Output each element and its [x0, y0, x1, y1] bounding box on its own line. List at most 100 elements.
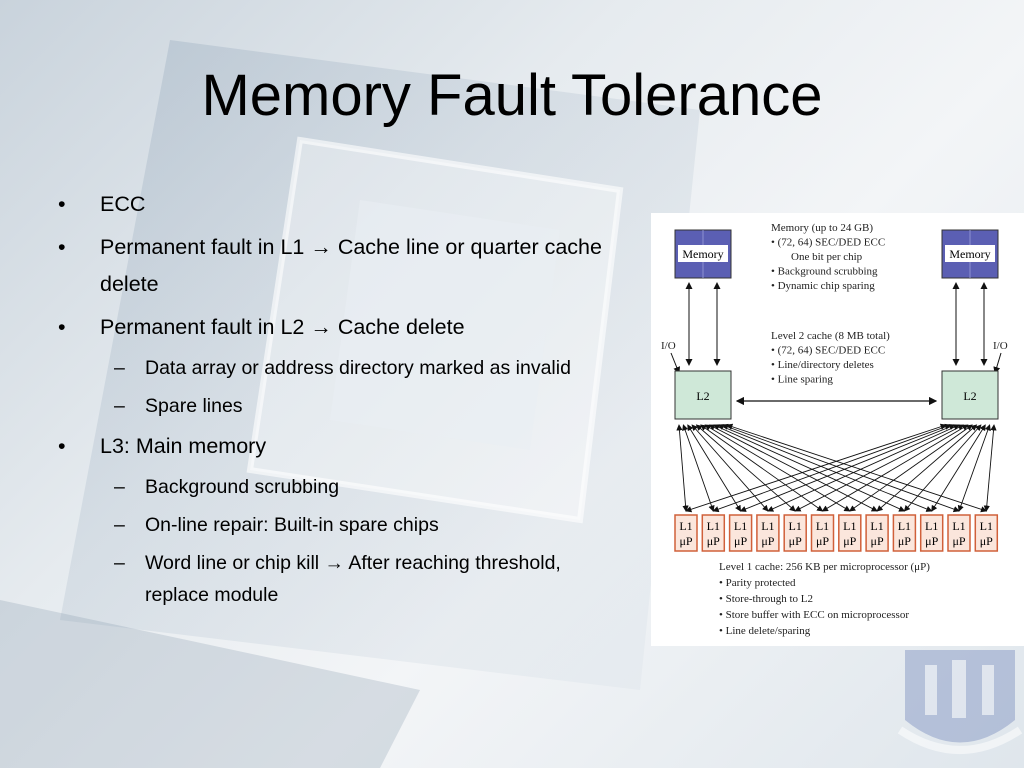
bullet-glyph: •	[58, 434, 66, 458]
bullet-glyph: •	[58, 315, 66, 339]
bullet-text: Background scrubbing	[145, 476, 340, 498]
l1-label: L1	[734, 519, 747, 533]
io-label-right: I/O	[993, 340, 1008, 352]
l2-l1-arrow	[695, 424, 796, 512]
l1-label: L1	[789, 519, 802, 533]
diagram-note-line: • Dynamic chip sparing	[771, 280, 875, 292]
slide-title: Memory Fault Tolerance	[201, 63, 823, 128]
l2-l1-arrow	[676, 424, 689, 512]
diagram-note-line: • Store buffer with ECC on microprocesso…	[719, 609, 909, 621]
bullet-text: ECC	[100, 192, 146, 216]
l1-label: L1	[679, 519, 692, 533]
l1-label: L1	[898, 519, 911, 533]
l2-l1-arrow	[682, 424, 715, 512]
bullet-text: L3: Main memory	[100, 434, 267, 458]
bullet-item: • ECC	[58, 186, 618, 223]
diagram-note-line: Level 2 cache (8 MB total)	[771, 330, 890, 342]
microprocessor-label: μP	[761, 534, 774, 548]
microprocessor-label: μP	[898, 534, 911, 548]
microprocessor-label: μP	[980, 534, 993, 548]
l1-row: L1μPL1μPL1μPL1μPL1μPL1μPL1μPL1μPL1μPL1μP…	[674, 514, 999, 552]
l1-cache-box	[728, 514, 753, 552]
dash-glyph: –	[114, 395, 125, 417]
l2-notes: Level 2 cache (8 MB total)• (72, 64) SEC…	[771, 330, 890, 386]
diagram-note-line: • Line sparing	[771, 374, 833, 386]
bullet-list: • ECC • Permanent fault in L1 → Cache line …	[58, 186, 618, 617]
memory-notes: Memory (up to 24 GB)• (72, 64) SEC/DED E…	[771, 222, 885, 292]
l2-l1-arrow	[685, 423, 947, 513]
diagram-note-line: Memory (up to 24 GB)	[771, 222, 873, 234]
bullet-item: • Permanent fault in L1 → Cache line or q…	[58, 229, 618, 303]
sub-bullet-item: –Data array or address directory marked …	[58, 352, 618, 384]
l1-cache-box	[865, 514, 889, 552]
l2-l1-arrow	[704, 424, 851, 512]
l1-cache-box	[892, 514, 917, 552]
l1-cache-box	[919, 514, 944, 552]
bullet-glyph: •	[58, 192, 66, 216]
l2-l1-arrow	[876, 424, 978, 512]
sub-bullet-item: –Word line or chip kill → After reaching…	[58, 547, 618, 611]
diagram-note-line: One bit per chip	[791, 251, 863, 263]
l1-cache-box	[783, 514, 807, 552]
dash-glyph: –	[114, 357, 125, 379]
bullet-glyph: •	[58, 235, 66, 259]
microprocessor-label: μP	[843, 534, 856, 548]
microprocessor-label: μP	[925, 534, 938, 548]
l1-cache-box	[674, 514, 698, 552]
l2-l1-arrow	[931, 424, 986, 512]
l2-l1-arrow	[713, 424, 906, 512]
l1-cache-box	[756, 514, 780, 552]
diagram-note-line: Level 1 cache: 256 KB per microprocessor…	[719, 561, 930, 573]
l2-l1-arrow	[767, 424, 960, 512]
l1-cache-box	[701, 514, 726, 552]
l2-l1-arrow	[712, 423, 952, 513]
sub-bullet-item: –Spare lines	[58, 390, 618, 422]
memory-label-left: Memory	[682, 247, 723, 261]
diagram-note-line: • Store-through to L2	[719, 593, 813, 605]
diagram-note-line: • Line/directory deletes	[771, 359, 874, 371]
l2-l1-arrow	[700, 424, 824, 512]
l1-label: L1	[870, 519, 883, 533]
l1-label: L1	[761, 519, 774, 533]
bullet-text: Permanent fault in L1 → Cache line or qu…	[100, 235, 602, 296]
l1-label: L1	[952, 519, 965, 533]
l1-notes: Level 1 cache: 256 KB per microprocessor…	[719, 561, 930, 637]
dash-glyph: –	[114, 514, 125, 536]
microprocessor-label: μP	[679, 534, 692, 548]
bullet-item: • Permanent fault in L2 → Cache delete	[58, 309, 618, 346]
dash-glyph: –	[114, 552, 125, 574]
bullet-text: On-line repair: Built-in spare chips	[145, 514, 439, 536]
microprocessor-label: μP	[871, 534, 884, 548]
l2-l1-arrows	[676, 423, 997, 513]
l1-cache-box	[838, 514, 862, 552]
l1-label: L1	[707, 519, 720, 533]
microprocessor-label: μP	[734, 534, 747, 548]
bullet-item: • L3: Main memory	[58, 428, 618, 465]
microprocessor-label: μP	[789, 534, 802, 548]
l1-label: L1	[980, 519, 993, 533]
memory-label-right: Memory	[949, 247, 990, 261]
l2-label-right: L2	[963, 389, 976, 403]
l2-l1-arrow	[957, 424, 991, 512]
l1-label: L1	[843, 519, 856, 533]
sub-bullet-item: –On-line repair: Built-in spare chips	[58, 509, 618, 541]
l2-l1-arrow	[717, 424, 933, 512]
bullet-text: Data array or address directory marked a…	[145, 357, 571, 379]
bullet-text: Word line or chip kill → After reaching …	[145, 552, 561, 606]
l2-box-right	[941, 370, 999, 420]
diagram-note-line: • Line delete/sparing	[719, 625, 811, 637]
dash-glyph: –	[114, 476, 125, 498]
l2-l1-arrow	[708, 424, 878, 512]
memory-hierarchy-diagram: Memory Memory I/O I/O L2 L2 Memory (up t…	[651, 213, 1024, 646]
bullet-text: Spare lines	[145, 395, 243, 417]
l2-l1-arrow	[983, 424, 997, 512]
university-seal	[897, 650, 1023, 754]
l2-l1-arrow	[691, 424, 769, 512]
l1-cache-box	[810, 514, 835, 552]
l2-l1-arrow	[849, 424, 973, 512]
microprocessor-label: μP	[952, 534, 965, 548]
bullet-text: Permanent fault in L2 → Cache delete	[100, 315, 465, 339]
microprocessor-label: μP	[816, 534, 829, 548]
l2-box-left	[674, 370, 732, 420]
